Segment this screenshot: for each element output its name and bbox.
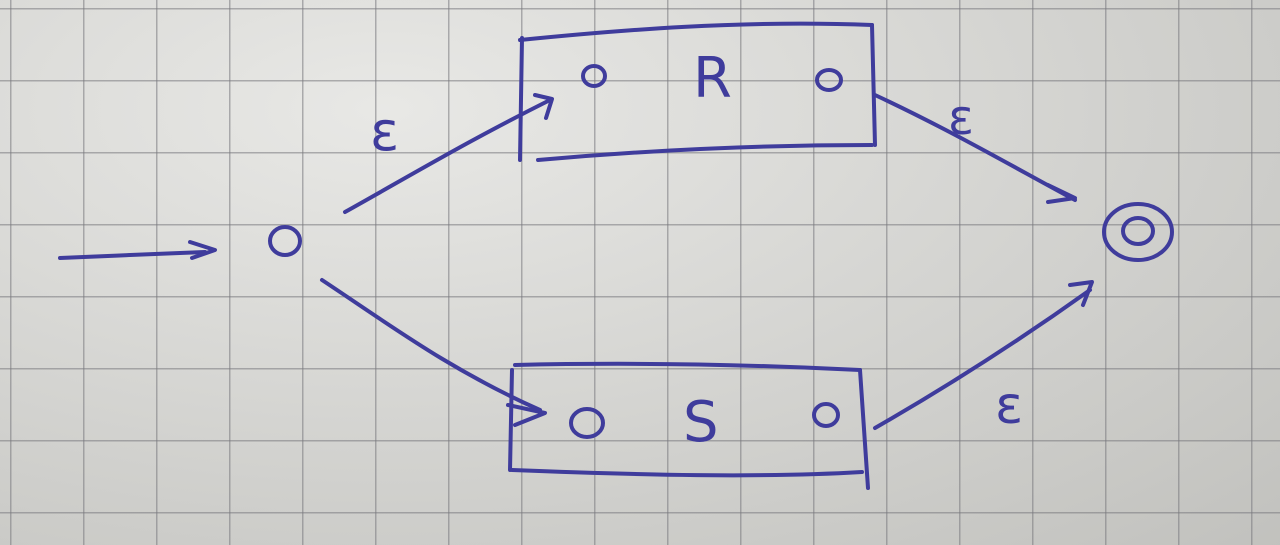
edge-r-to-final bbox=[873, 93, 1077, 204]
box-r-inner-start-state bbox=[581, 64, 607, 88]
box-s bbox=[508, 361, 870, 490]
edge-r-to-final-label: ε bbox=[948, 90, 974, 146]
edge-start-to-s bbox=[320, 278, 547, 427]
start-state bbox=[268, 225, 302, 257]
edge-s-to-final bbox=[873, 280, 1094, 430]
box-s-label: S bbox=[683, 390, 719, 455]
box-r-label: R bbox=[693, 46, 732, 111]
edge-start-to-r-label: ε bbox=[370, 100, 399, 163]
final-state bbox=[1102, 202, 1174, 262]
box-s-inner-start-state bbox=[569, 407, 605, 439]
start-arrow bbox=[58, 240, 217, 260]
edge-s-to-final-label: ε bbox=[995, 376, 1023, 436]
box-r-inner-end-state bbox=[815, 68, 843, 92]
box-r bbox=[518, 21, 877, 162]
box-s-inner-end-state bbox=[812, 402, 840, 428]
